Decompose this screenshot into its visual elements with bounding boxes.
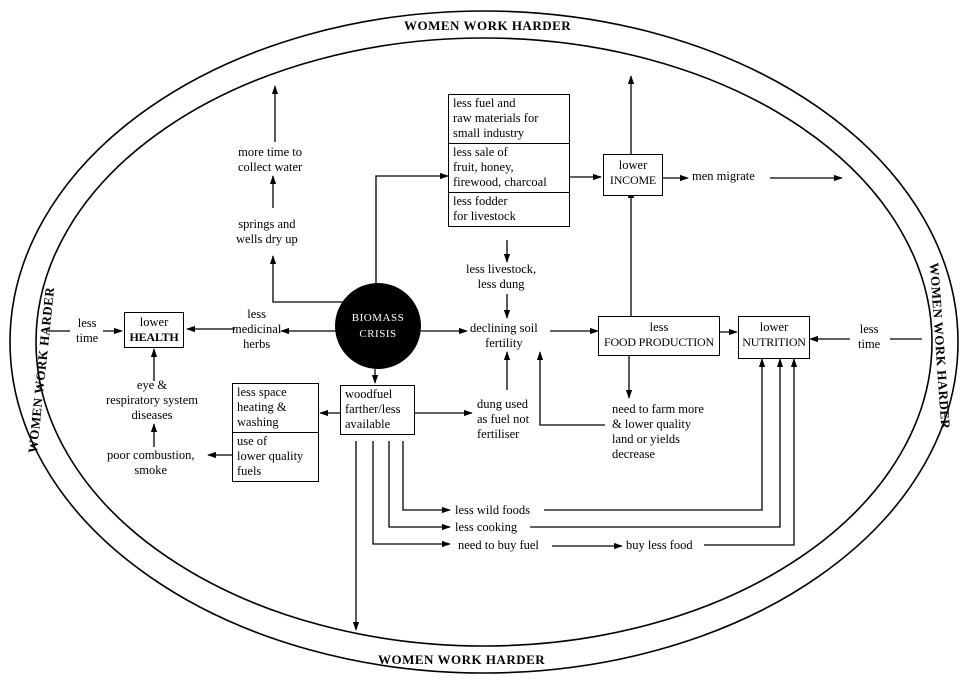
label-less-livestock: less livestock, less dung <box>466 262 536 292</box>
text-line: wells dry up <box>236 232 298 246</box>
label-need-buy-fuel: need to buy fuel <box>458 538 539 552</box>
text-line: less <box>859 322 879 336</box>
text-line: washing <box>237 415 279 429</box>
text-line: need to farm more <box>612 402 704 416</box>
text-line: available <box>345 417 391 431</box>
text-line: lower quality <box>237 449 304 463</box>
arrow-wildfoods-to-nutrition <box>544 358 766 511</box>
text-line: more time to <box>238 145 303 159</box>
text-line: NUTRITION <box>742 335 806 349</box>
text-line: time <box>858 337 881 351</box>
text-line: declining soil <box>470 321 538 335</box>
label-more-time-water: more time to collect water <box>238 145 302 175</box>
label-eye-diseases: eye & respiratory system diseases <box>106 378 198 423</box>
text-line: & lower quality <box>612 417 692 431</box>
text-line: less <box>247 307 267 321</box>
woodfuel-box: woodfuel farther/less available <box>340 385 415 435</box>
crisis-line2: CRISIS <box>359 328 397 340</box>
text-line: eye & <box>136 378 168 392</box>
text-line: lower <box>139 315 169 329</box>
sales-section: less sale of fruit, honey, firewood, cha… <box>449 143 569 192</box>
arrow-woodfuel-to-wildfoods <box>402 441 451 514</box>
label-declining-soil: declining soil fertility <box>470 321 538 351</box>
biomass-crisis-node: BIOMASS CRISIS <box>335 283 421 369</box>
text-line: less space <box>237 385 287 399</box>
label-need-farm-more: need to farm more & lower quality land o… <box>612 402 704 462</box>
heating-box: less space heating & washing use of lowe… <box>232 383 319 482</box>
text-line: less fodder <box>453 194 508 208</box>
label-men-migrate: men migrate <box>692 169 755 183</box>
outer-ellipse <box>9 10 959 674</box>
text-line: dung used <box>477 397 529 411</box>
text-line: raw materials for <box>453 111 539 125</box>
text-line: fuels <box>237 464 262 478</box>
lower-fuels-section: use of lower quality fuels <box>233 432 318 481</box>
text-line: less fuel and <box>453 96 516 110</box>
arrow-buyless-to-nutrition <box>704 358 798 546</box>
materials-section: less fuel and raw materials for small in… <box>449 95 569 143</box>
arrow-woodfuel-to-cooking <box>388 441 451 531</box>
text-line: firewood, charcoal <box>453 175 547 189</box>
income-box: lower INCOME <box>603 154 663 196</box>
label-springs: springs and wells dry up <box>236 217 298 247</box>
materials-box: less fuel and raw materials for small in… <box>448 94 570 227</box>
text-line: heating & <box>237 400 287 414</box>
text-line: use of <box>237 434 268 448</box>
text-line: as fuel not <box>477 412 530 426</box>
text-line: lower <box>618 158 648 172</box>
label-less-time-left: less time <box>76 316 98 346</box>
label-less-time-right: less time <box>858 322 880 352</box>
label-buy-less-food: buy less food <box>626 538 693 552</box>
text-line: poor combustion, <box>107 448 195 462</box>
text-line: respiratory system <box>106 393 198 407</box>
text-line: FOOD PRODUCTION <box>603 335 714 349</box>
text-line: small industry <box>453 126 525 140</box>
text-line: springs and <box>238 217 296 231</box>
text-line: land or yields <box>612 432 681 446</box>
text-line: less <box>649 320 669 334</box>
text-line: smoke <box>134 463 168 477</box>
text-line: collect water <box>238 160 303 174</box>
text-line: diseases <box>131 408 173 422</box>
text-line: farther/less <box>345 402 401 416</box>
text-line: fertility <box>485 336 523 350</box>
woodfuel-section: woodfuel farther/less available <box>341 386 414 434</box>
text-line: less <box>77 316 97 330</box>
food-production-box: less FOOD PRODUCTION <box>598 316 720 356</box>
label-less-medicinal: less medicinal herbs <box>232 307 281 352</box>
crisis-line1: BIOMASS <box>351 312 405 324</box>
inner-ellipse <box>35 37 933 647</box>
text-line: herbs <box>243 337 271 351</box>
text-line: for livestock <box>453 209 516 223</box>
heating-section: less space heating & washing <box>233 384 318 432</box>
text-line: woodfuel <box>345 387 393 401</box>
arrow-crisis-to-sales <box>375 172 449 285</box>
band-label-top: WOMEN WORK HARDER <box>404 18 572 33</box>
band-label-bottom: WOMEN WORK HARDER <box>378 652 546 667</box>
label-poor-combustion: poor combustion, smoke <box>107 448 195 478</box>
text-line: fertiliser <box>477 427 520 441</box>
text-line: decrease <box>612 447 656 461</box>
text-line: lower <box>759 320 789 334</box>
arrow-woodfuel-to-buyfuel <box>372 441 451 548</box>
arrow-cooking-to-nutrition <box>530 358 784 528</box>
arrow-farm-to-soil <box>536 351 605 426</box>
text-line: time <box>76 331 99 345</box>
text-line: INCOME <box>609 173 657 187</box>
health-box: lower HEALTH <box>124 312 184 348</box>
label-less-cooking: less cooking <box>455 520 518 534</box>
label-dung-used: dung used as fuel not fertiliser <box>477 397 529 442</box>
arrow-crisis-to-springs <box>269 255 345 303</box>
nutrition-box: lower NUTRITION <box>738 316 810 359</box>
label-less-wild-foods: less wild foods <box>455 503 530 517</box>
fodder-section: less fodder for livestock <box>449 192 569 226</box>
text-line: less dung <box>477 277 525 291</box>
text-line: fruit, honey, <box>453 160 514 174</box>
text-line: HEALTH <box>129 330 179 344</box>
text-line: medicinal <box>232 322 282 336</box>
text-line: less livestock, <box>466 262 537 276</box>
text-line: less sale of <box>453 145 508 159</box>
